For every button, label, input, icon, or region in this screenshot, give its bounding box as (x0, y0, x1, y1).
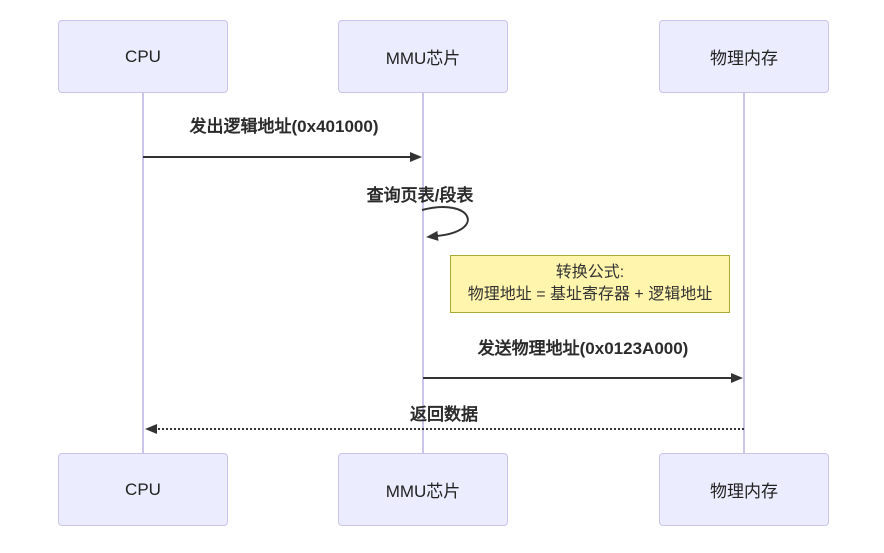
message-label-physical-address: 发送物理地址(0x0123A000) (477, 339, 689, 358)
actor-top-mmu: MMU芯片 (338, 20, 508, 93)
actor-label: CPU (125, 46, 161, 66)
message-label-query-page-table: 查询页表/段表 (366, 186, 474, 205)
message-label-logical-address: 发出逻辑地址(0x401000) (189, 117, 379, 136)
actor-label: 物理内存 (710, 49, 778, 68)
note-translation-formula: 转换公式: 物理地址 = 基址寄存器 + 逻辑地址 (450, 255, 730, 313)
actor-bottom-cpu: CPU (58, 453, 228, 526)
note-line-1: 转换公式: (555, 264, 625, 281)
message-label-return-data: 返回数据 (410, 405, 478, 424)
actor-bottom-memory: 物理内存 (659, 453, 829, 526)
note-line-2: 物理地址 = 基址寄存器 + 逻辑地址 (467, 286, 713, 303)
actor-label: 物理内存 (710, 482, 778, 501)
message-arrow-self-loop (421, 206, 469, 241)
actor-label: MMU芯片 (385, 482, 461, 501)
actor-top-memory: 物理内存 (659, 20, 829, 93)
actor-bottom-mmu: MMU芯片 (338, 453, 508, 526)
actor-label: CPU (125, 479, 161, 499)
actor-label: MMU芯片 (385, 49, 461, 68)
actor-top-cpu: CPU (58, 20, 228, 93)
